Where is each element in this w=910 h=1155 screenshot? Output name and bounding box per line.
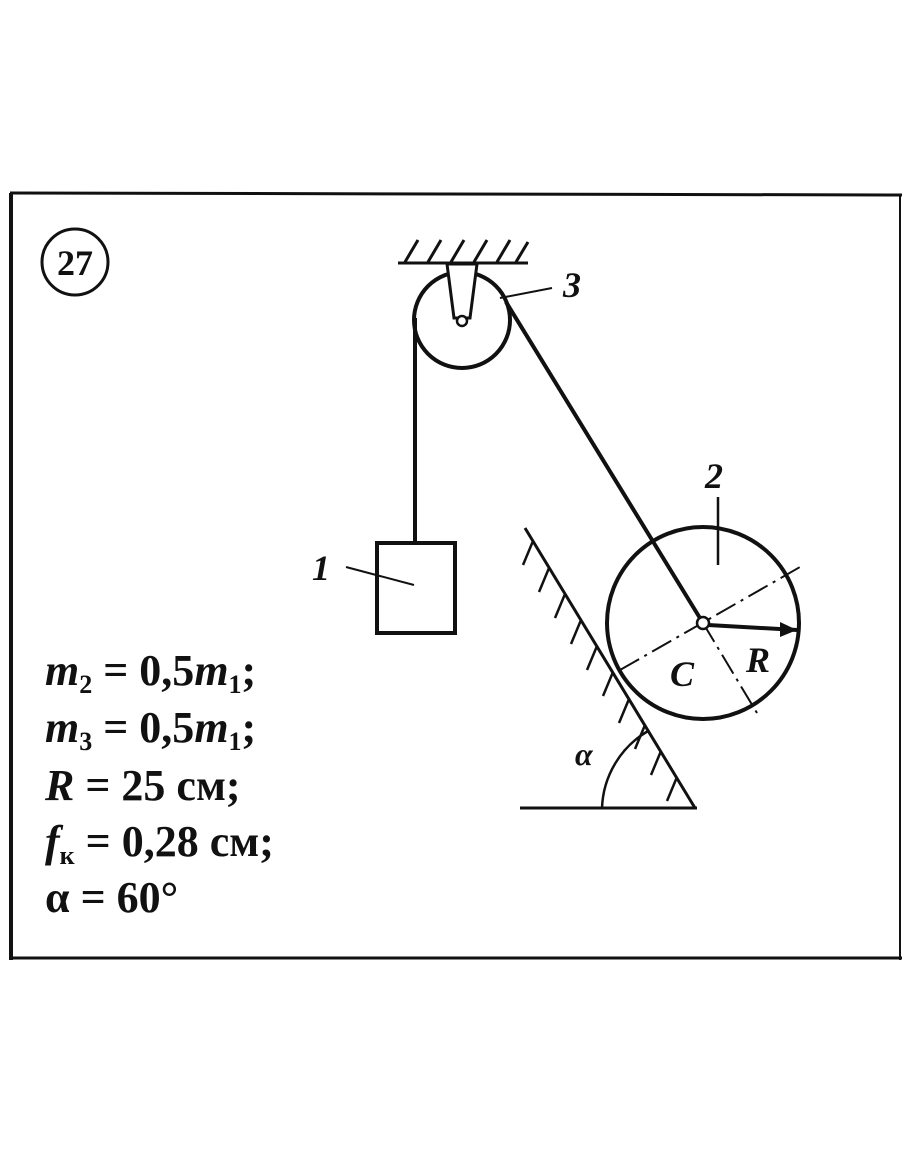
given-line-5: α = 60° [45, 873, 178, 922]
rope-right [504, 300, 705, 625]
label-alpha: α [575, 736, 594, 772]
label-2: 2 [704, 456, 723, 496]
frame [9, 191, 903, 960]
label-3: 3 [562, 265, 581, 305]
problem-number: 27 [57, 243, 93, 283]
label-radius-r: R [745, 640, 770, 680]
ceiling-support [398, 239, 530, 265]
problem-number-badge: 27 [40, 227, 110, 297]
leader-3 [499, 287, 553, 299]
pulley-3 [412, 262, 512, 370]
given-line-3: R = 25 см; [44, 761, 241, 810]
block-1 [375, 541, 457, 635]
given-data: m2 = 0,5m1; m3 = 0,5m1; R = 25 см; fк = … [44, 646, 274, 922]
given-line-4: fк = 0,28 см; [45, 817, 274, 870]
given-line-2: m3 = 0,5m1; [45, 703, 256, 756]
wheel-2 [605, 525, 801, 721]
given-line-1: m2 = 0,5m1; [45, 646, 256, 699]
leader-1 [345, 566, 415, 586]
inclined-plane [520, 527, 697, 810]
label-center-c: C [670, 654, 695, 694]
label-1: 1 [312, 548, 330, 588]
